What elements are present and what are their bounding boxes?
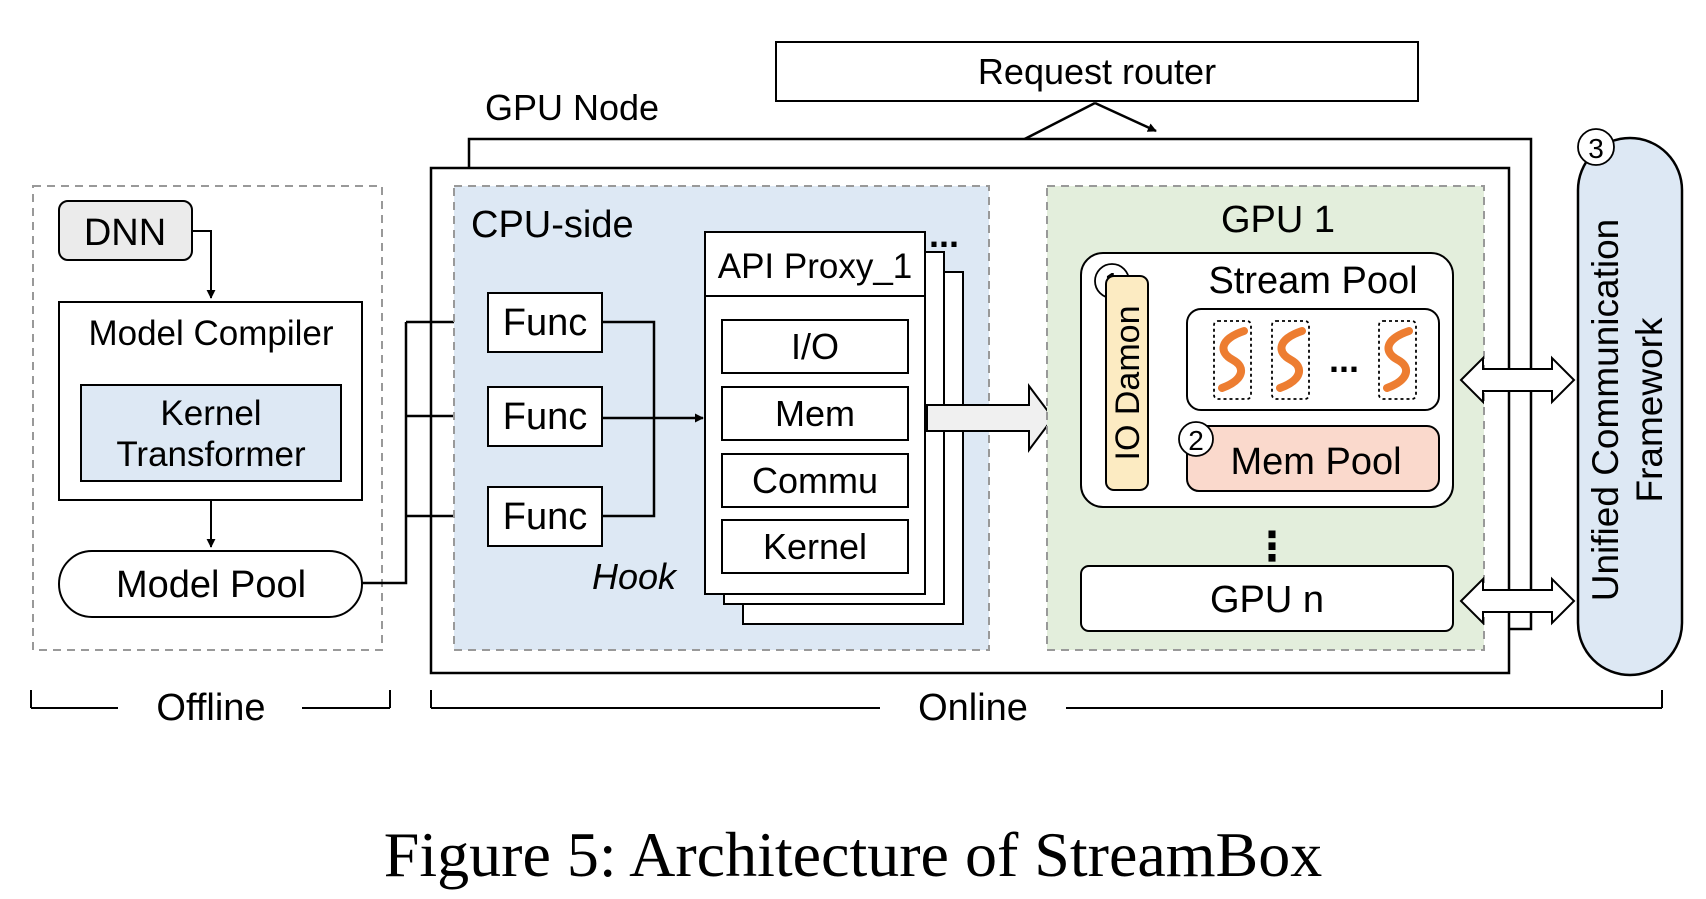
pool-to-funcs-trunk [362,322,408,585]
api-proxy-label: API Proxy_1 [718,247,913,286]
kernel-transformer-label-line1: Kernel [160,394,261,433]
figure-caption: Figure 5: Architecture of StreamBox [384,819,1322,890]
marker-3-label: 3 [1588,133,1604,164]
func-label-1: Func [503,302,587,344]
module-label-io: I/O [791,326,839,367]
kernel-transformer-label-line2: Transformer [116,435,306,474]
stream-ellipsis: ... [1329,339,1359,380]
stream-pool-title: Stream Pool [1208,260,1417,302]
gpu-n-label: GPU n [1210,579,1324,621]
gpu-vertical-ellipsis: ⋮ [1252,525,1292,569]
gpu1-ucf-double-arrow [1459,355,1576,405]
offline-label: Offline [156,687,265,729]
func-box-1 [487,292,603,353]
model-compiler-label: Model Compiler [88,314,333,353]
router-arrow-right [1094,101,1157,133]
gpun-ucf-double-arrow [1459,576,1576,626]
cpu-side-title: CPU-side [471,204,634,246]
module-box-kernel [721,519,909,574]
mem-pool-label: Mem Pool [1230,441,1401,483]
ucf-label-line1: Unified Communication [1585,219,1626,602]
kernel-transformer-box [80,384,342,482]
module-box-commu [721,453,909,508]
hook-label: Hook [592,556,678,597]
stream-1-icon [1218,327,1248,392]
module-box-mem [721,386,909,441]
marker-3-circle [1577,128,1615,166]
module-label-mem: Mem [775,393,855,434]
mem-pool-box [1186,425,1440,492]
request-router-box [775,41,1419,102]
api-proxy-more: ... [929,214,959,255]
request-router-label: Request router [978,51,1216,92]
io-damon-box [1105,275,1149,491]
stream-3-icon [1383,327,1413,392]
dnn-arrow [192,230,216,299]
stream-2-icon [1276,327,1306,392]
gpu-node-label: GPU Node [485,87,659,128]
module-box-io [721,319,909,374]
dnn-label: DNN [84,212,166,254]
model-pool-label: Model Pool [116,564,306,606]
marker-2-label: 2 [1188,425,1204,456]
ucf-box [1576,136,1684,677]
module-label-commu: Commu [752,460,878,501]
func-box-2 [487,386,603,447]
marker-2-circle [1178,421,1214,457]
module-label-kernel: Kernel [763,526,867,567]
online-label: Online [918,687,1028,729]
ucf-label-line2: Framework [1629,317,1670,503]
io-damon-label: IO Damon [1109,306,1147,461]
gpu-n-box [1080,565,1454,632]
gpu1-title: GPU 1 [1221,199,1335,241]
proxy-to-gpu-arrow [926,383,1055,453]
func-label-2: Func [503,396,587,438]
func-box-3 [487,486,603,547]
func-label-3: Func [503,496,587,538]
